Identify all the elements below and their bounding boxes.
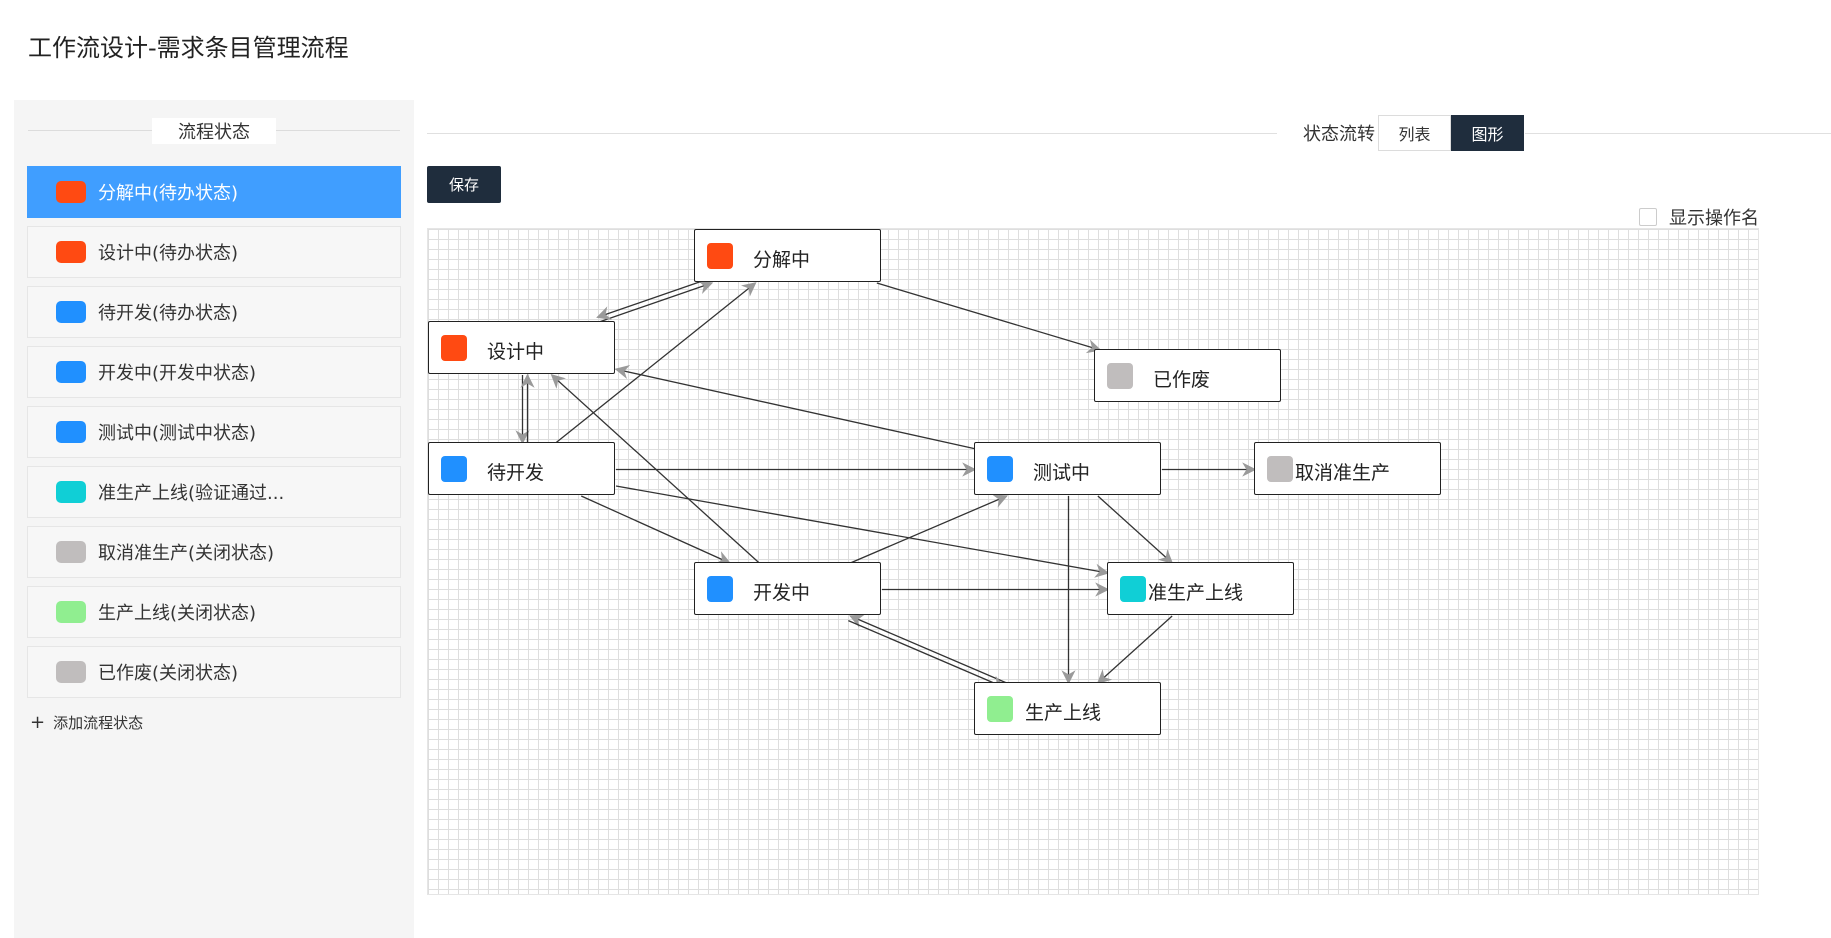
node-label: 分解中 [753,249,811,271]
edge-kaifa-to-shengchan[interactable] [848,619,1007,690]
status-item-label: 取消准生产(关闭状态) [98,543,275,564]
node-color-swatch [1107,363,1133,389]
status-item-label: 生产上线(关闭状态) [98,603,257,624]
sidebar-header-label: 流程状态 [152,118,276,144]
show-operation-name-toggle[interactable]: 显示操作名 [1639,204,1759,230]
node-quxiao[interactable]: 取消准生产 [1254,442,1441,495]
node-daikaifa[interactable]: 待开发 [428,442,615,495]
edge-daikaifa-to-fenjie[interactable] [555,282,757,444]
status-color-swatch [56,541,86,563]
status-item-sheji[interactable]: 设计中(待办状态) [27,226,401,278]
tab-graph[interactable]: 图形 [1451,115,1524,151]
node-fenjie[interactable]: 分解中 [694,229,881,282]
header-divider-right [1525,133,1831,134]
node-color-swatch [707,243,733,269]
node-label: 待开发 [487,462,545,484]
status-color-swatch [56,601,86,623]
node-zhunsheng[interactable]: 准生产上线 [1107,562,1294,615]
status-color-swatch [56,421,86,443]
node-zuofei[interactable]: 已作废 [1094,349,1281,402]
status-color-swatch [56,181,86,203]
edge-zhunsheng-to-shengchan[interactable] [1096,615,1173,684]
header-divider-left [427,133,1277,134]
status-item-label: 待开发(待办状态) [98,303,239,324]
plus-icon: + [30,712,46,733]
edge-ceshi-to-sheji[interactable] [614,365,976,450]
node-label: 开发中 [753,582,811,604]
status-item-label: 开发中(开发中状态) [98,363,257,384]
status-item-label: 分解中(待办状态) [98,183,239,204]
status-item-zuofei[interactable]: 已作废(关闭状态) [27,646,401,698]
node-label: 生产上线 [1025,702,1102,724]
show-operation-checkbox[interactable] [1639,208,1657,226]
status-list: 分解中(待办状态) 设计中(待办状态) 待开发(待办状态) 开发中(开发中状态)… [27,166,401,706]
edge-daikaifa-to-zhunsheng[interactable] [615,485,1110,578]
edge-kaifa-to-ceshi[interactable] [850,494,1008,564]
node-color-swatch [987,696,1013,722]
node-color-swatch [707,576,733,602]
flow-label: 状态流转 [1303,124,1375,145]
page-title: 工作流设计-需求条目管理流程 [28,34,349,62]
show-operation-label: 显示操作名 [1669,208,1759,229]
node-color-swatch [987,456,1013,482]
node-sheji[interactable]: 设计中 [428,321,615,374]
edge-daikaifa-to-kaifa[interactable] [580,495,732,565]
edge-fenjie-to-zuofei[interactable] [876,282,1102,354]
node-color-swatch [441,335,467,361]
node-label: 设计中 [487,341,545,363]
edges-layer [515,277,1257,690]
sidebar-header: 流程状态 [14,114,414,146]
save-button[interactable]: 保存 [427,166,501,203]
node-kaifa[interactable]: 开发中 [694,562,881,615]
node-label: 测试中 [1033,462,1091,484]
edge-ceshi-to-zhunsheng[interactable] [1097,495,1174,564]
edge-sheji-to-fenjie[interactable] [598,280,714,323]
status-item-label: 已作废(关闭状态) [98,663,239,684]
node-color-swatch [1267,456,1293,482]
status-item-shengchan[interactable]: 生产上线(关闭状态) [27,586,401,638]
view-tab-group: 列表 图形 [1378,115,1524,151]
status-color-swatch [56,661,86,683]
main-panel: 状态流转 列表 图形 保存 显示操作名 分解中 设计中 已作废 [427,100,1831,938]
status-item-zhunsheng[interactable]: 准生产上线(验证通过... [27,466,401,518]
node-label: 取消准生产 [1295,462,1391,484]
status-item-quxiao[interactable]: 取消准生产(关闭状态) [27,526,401,578]
add-status-label: 添加流程状态 [53,714,144,732]
status-item-daikaifa[interactable]: 待开发(待办状态) [27,286,401,338]
workflow-canvas[interactable]: 分解中 设计中 已作废 待开发 测试中 取消准生产 开发中 准生产上线 [427,228,1759,895]
node-label: 已作废 [1153,369,1211,391]
edge-shengchan-to-kaifa[interactable] [849,614,1007,684]
status-color-swatch [56,481,86,503]
status-item-fenjie[interactable]: 分解中(待办状态) [27,166,401,218]
add-status-button[interactable]: + 添加流程状态 [30,712,143,733]
node-ceshi[interactable]: 测试中 [974,442,1161,495]
tab-list[interactable]: 列表 [1378,115,1451,151]
node-shengchan[interactable]: 生产上线 [974,682,1161,735]
status-sidebar: 流程状态 分解中(待办状态) 设计中(待办状态) 待开发(待办状态) 开发中(开… [14,100,414,938]
node-color-swatch [1120,576,1146,602]
status-color-swatch [56,241,86,263]
node-color-swatch [441,456,467,482]
node-label: 准生产上线 [1148,582,1244,604]
status-item-label: 准生产上线(验证通过... [98,483,285,504]
edge-fenjie-to-sheji[interactable] [596,277,711,320]
status-item-ceshi[interactable]: 测试中(测试中状态) [27,406,401,458]
status-item-label: 设计中(待办状态) [98,243,239,264]
status-item-label: 测试中(测试中状态) [98,423,257,444]
status-color-swatch [56,301,86,323]
status-color-swatch [56,361,86,383]
status-item-kaifa[interactable]: 开发中(开发中状态) [27,346,401,398]
